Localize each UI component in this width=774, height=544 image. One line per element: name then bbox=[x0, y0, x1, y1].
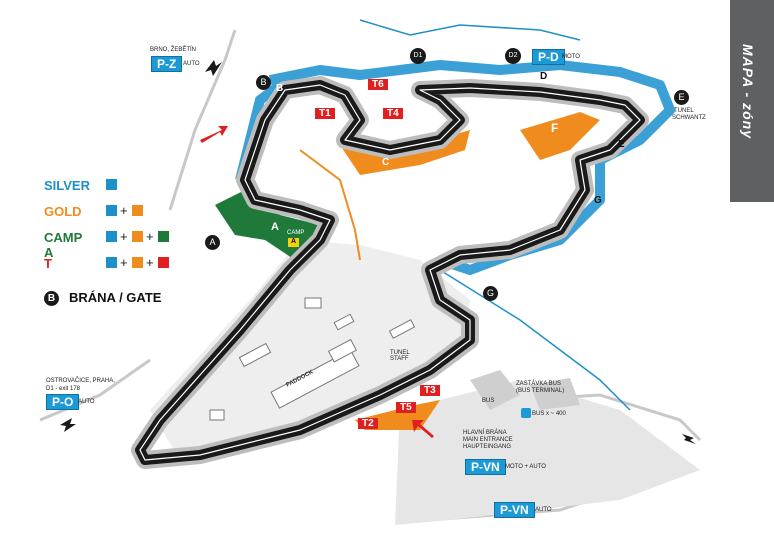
legend-gold-swatch-1 bbox=[106, 205, 117, 216]
parking-lot-pvn bbox=[395, 380, 700, 525]
gate-e-icon: E bbox=[674, 90, 689, 105]
direction-brno: BRNO, ŽEBĚTÍN bbox=[150, 47, 197, 53]
legend-plus: + bbox=[146, 229, 154, 244]
side-tab-label: MAPA - zóny bbox=[740, 44, 756, 139]
zone-a-label: A bbox=[271, 221, 279, 233]
arrow-praha bbox=[60, 418, 76, 432]
arrow-north-entry bbox=[200, 126, 228, 143]
legend-plus: + bbox=[120, 229, 128, 244]
direction-bus: BUS bbox=[482, 398, 495, 404]
legend-camp-swatch-2 bbox=[132, 231, 143, 242]
zone-b-label: B bbox=[276, 83, 284, 94]
parking-po-note: AUTO bbox=[78, 399, 95, 405]
zone-e-label: E bbox=[618, 139, 625, 150]
zone-g-label: G bbox=[594, 195, 602, 206]
gate-legend: B BRÁNA / GATE bbox=[44, 290, 161, 306]
parking-pvn2-note: AUTO bbox=[535, 507, 552, 513]
gate-d2-icon: D2 bbox=[505, 48, 521, 64]
gate-legend-icon: B bbox=[44, 291, 59, 306]
arrow-east bbox=[682, 434, 696, 444]
parking-lot-bus2 bbox=[530, 378, 580, 410]
main-entrance-line1: HLAVNÍ BRÁNA bbox=[463, 430, 507, 436]
tunel-e-line2: SCHWANTZ bbox=[672, 115, 706, 121]
legend-silver-swatch bbox=[106, 179, 117, 190]
zone-t6-label: T6 bbox=[368, 79, 388, 90]
arrow-brno bbox=[205, 60, 222, 76]
legend-camp-a-label: CAMP A bbox=[44, 230, 83, 260]
legend-silver-label: SILVER bbox=[44, 178, 90, 193]
tunel-s-line1: TUNEL bbox=[390, 350, 410, 356]
legend-plus: + bbox=[120, 255, 128, 270]
boundary-north bbox=[359, 19, 581, 41]
legend-plus: + bbox=[120, 203, 128, 218]
legend-camp-swatch-3 bbox=[158, 231, 169, 242]
direction-ostrovacice-1: OSTROVAČICE, PRAHA, bbox=[46, 378, 115, 384]
bus-stop-line3: BUS x ~ 400 bbox=[532, 411, 566, 417]
parking-pvn1-note: MOTO + AUTO bbox=[505, 464, 546, 470]
bus-stop-line2: (BUS TERMINAL) bbox=[516, 388, 565, 394]
direction-ostrovacice-2: D1 - exit 178 bbox=[46, 386, 81, 392]
zone-t1-label: T1 bbox=[315, 108, 335, 119]
paddock-buildings bbox=[209, 297, 416, 421]
legend-t-label: T bbox=[44, 256, 52, 271]
zone-t3-label: T3 bbox=[420, 385, 440, 396]
legend-t-swatch-2 bbox=[132, 257, 143, 268]
gold-zone-f bbox=[520, 112, 600, 160]
race-track bbox=[131, 76, 649, 469]
legend-plus: + bbox=[146, 255, 154, 270]
legend-camp-swatch-1 bbox=[106, 231, 117, 242]
zone-d-label: D bbox=[540, 71, 548, 82]
bus-icon bbox=[521, 408, 531, 418]
tunel-s-line2: STAFF bbox=[390, 356, 409, 362]
parking-po-badge: P-O bbox=[46, 394, 80, 410]
parking-pz-note: AUTO bbox=[183, 61, 200, 67]
tunel-e-line1: TUNEL bbox=[674, 108, 694, 114]
road-south bbox=[39, 358, 151, 422]
legend-gold-label: GOLD bbox=[44, 204, 82, 219]
gold-access bbox=[299, 149, 361, 261]
legend-t-swatch-1 bbox=[106, 257, 117, 268]
bus-stop-line1: ZASTÁVKA BUS bbox=[516, 381, 562, 387]
legend-t-swatch-3 bbox=[158, 257, 169, 268]
parking-pvn1-badge: P-VN bbox=[465, 459, 506, 475]
gate-g-icon: G bbox=[483, 286, 498, 301]
boundary-east bbox=[439, 269, 631, 411]
parking-pd-note: MOTO bbox=[562, 54, 580, 60]
main-entrance-line2: MAIN ENTRANCE bbox=[463, 437, 513, 443]
camp-label: CAMP bbox=[287, 230, 305, 236]
parking-lot-bus bbox=[470, 370, 520, 410]
parking-pvn2-badge: P-VN bbox=[494, 502, 535, 518]
zone-t5-label: T5 bbox=[396, 402, 416, 413]
parking-pz-badge: P-Z bbox=[151, 56, 183, 72]
zone-f-label: F bbox=[551, 121, 559, 135]
road-north bbox=[168, 29, 237, 211]
gate-b-icon: B bbox=[256, 75, 271, 90]
parking-pd-badge: P-D bbox=[532, 49, 565, 65]
gate-legend-label: BRÁNA / GATE bbox=[69, 290, 162, 305]
main-entrance-line3: HAUPTEINGANG bbox=[463, 444, 512, 450]
side-tab: MAPA - zóny bbox=[730, 0, 774, 202]
zone-c-label: C bbox=[382, 157, 390, 168]
camp-icon: A bbox=[288, 238, 299, 247]
gate-d1-icon: D1 bbox=[410, 48, 426, 64]
legend-gold-swatch-2 bbox=[132, 205, 143, 216]
gate-a-icon: A bbox=[205, 235, 220, 250]
zone-t2-label: T2 bbox=[358, 418, 378, 429]
infield bbox=[150, 240, 470, 460]
zone-t4-label: T4 bbox=[383, 108, 403, 119]
arrow-main-entrance bbox=[412, 420, 434, 438]
